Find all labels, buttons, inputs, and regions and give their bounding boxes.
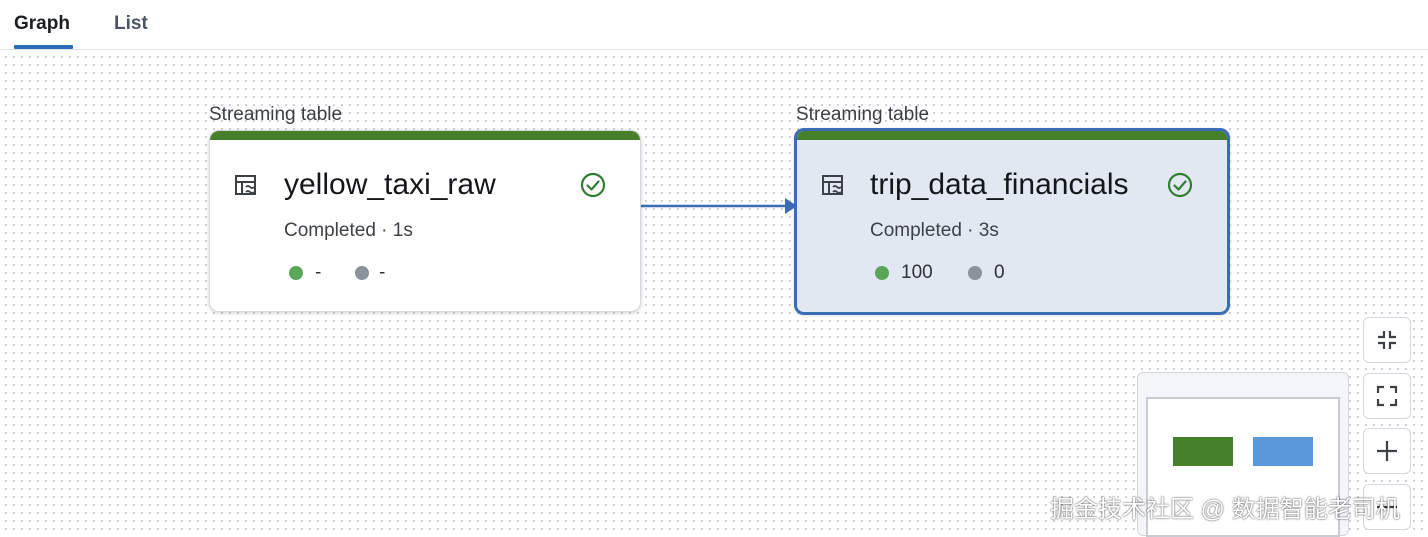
written-records-dot-icon	[289, 266, 303, 280]
collapse-button[interactable]	[1363, 317, 1411, 363]
written-records-value: -	[315, 262, 322, 283]
node-status-text: Completed · 1s	[284, 220, 413, 241]
view-tabs: Graph List	[0, 0, 1428, 50]
dropped-records-value: 0	[994, 262, 1005, 283]
streaming-table-icon	[235, 175, 256, 195]
node-trip-data-financials[interactable]: trip_data_financials Completed · 3s 100 …	[794, 128, 1230, 315]
node-status-text: Completed · 3s	[870, 220, 999, 241]
tab-list[interactable]: List	[114, 13, 148, 34]
node-type-label: Streaming table	[209, 104, 343, 125]
written-records-value: 100	[901, 262, 933, 283]
minimap-node-yellow-taxi-raw	[1173, 437, 1233, 466]
plus-icon	[1377, 441, 1397, 461]
node-name: yellow_taxi_raw	[284, 168, 496, 201]
dropped-records-dot-icon	[355, 266, 369, 280]
node-status-bar	[210, 131, 640, 140]
check-circle-icon	[580, 172, 606, 198]
collapse-icon	[1378, 331, 1396, 349]
streaming-table-icon	[822, 175, 843, 195]
zoom-in-button[interactable]	[1363, 428, 1411, 474]
node-status-bar	[797, 131, 1227, 140]
minimap-viewport[interactable]	[1146, 397, 1340, 537]
minimap[interactable]	[1137, 372, 1349, 537]
check-circle-icon	[1167, 172, 1193, 198]
zoom-out-button[interactable]	[1363, 484, 1411, 530]
node-type-label: Streaming table	[796, 104, 930, 125]
minus-icon	[1377, 505, 1397, 509]
fit-view-icon	[1376, 385, 1398, 407]
node-name: trip_data_financials	[870, 168, 1129, 201]
watermark-text: 掘金技术社区 @ 数据智能老司机	[1050, 496, 1400, 523]
minimap-node-trip-data-financials	[1253, 437, 1313, 466]
fit-view-button[interactable]	[1363, 373, 1411, 419]
dropped-records-value: -	[379, 262, 386, 283]
tab-graph[interactable]: Graph	[14, 13, 70, 34]
written-records-dot-icon	[875, 266, 889, 280]
node-yellow-taxi-raw[interactable]: yellow_taxi_raw Completed · 1s - -	[209, 130, 641, 312]
active-tab-indicator	[14, 45, 73, 49]
dropped-records-dot-icon	[968, 266, 982, 280]
